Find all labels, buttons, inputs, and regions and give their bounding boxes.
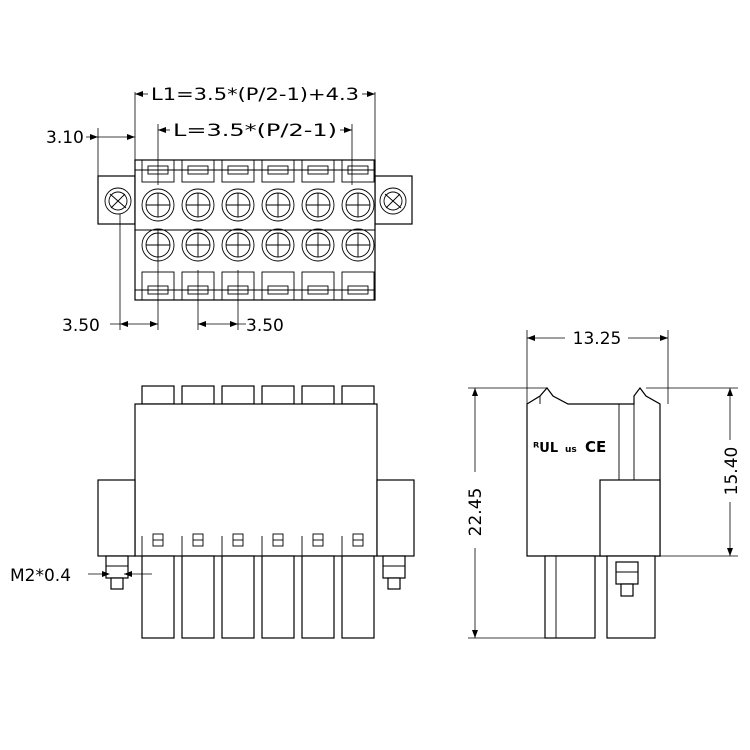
front-pin xyxy=(261,533,295,639)
dim-depth: 13.25 xyxy=(526,329,669,404)
front-view: M2*0.4 xyxy=(10,385,415,639)
right-flange-screw xyxy=(379,187,407,215)
top-pin-cell xyxy=(261,159,295,301)
dim-pitch-right-label: 3.50 xyxy=(246,316,284,336)
ul-mark: ᴿUL us xyxy=(533,441,577,456)
wire-clamp-screw xyxy=(301,188,335,222)
front-top-tab xyxy=(141,385,175,405)
front-pin xyxy=(181,533,215,639)
top-slot-window xyxy=(267,165,289,175)
front-pin xyxy=(141,533,175,639)
dim-depth-label: 13.25 xyxy=(573,329,622,349)
wire-clamp-screw xyxy=(221,188,255,222)
dim-body-height: 15.40 xyxy=(646,387,742,557)
ul-mark-text: ᴿUL xyxy=(533,441,558,456)
wire-clamp-screw xyxy=(141,188,175,222)
front-pin-leg xyxy=(261,555,295,639)
wire-clamp-screw xyxy=(261,188,295,222)
front-pin-leg xyxy=(341,555,375,639)
front-pins xyxy=(141,533,375,639)
top-slot xyxy=(341,159,375,183)
top-slot xyxy=(261,159,295,183)
wire-clamp-screw xyxy=(181,228,215,262)
dim-total-height-label: 22.45 xyxy=(466,488,486,537)
top-slot-window xyxy=(347,165,369,175)
wire-clamp-screw xyxy=(181,188,215,222)
front-pin-leg xyxy=(181,555,215,639)
top-slot-window xyxy=(307,165,329,175)
side-leg-2 xyxy=(606,555,656,639)
dim-l1-label: L1=3.5*(P/2-1)+4.3 xyxy=(151,85,359,105)
top-pin-cell xyxy=(301,159,335,301)
wire-clamp-screw xyxy=(341,228,375,262)
front-pin xyxy=(301,533,335,639)
top-slot-window xyxy=(227,165,249,175)
front-top-tab xyxy=(341,385,375,405)
front-pin xyxy=(221,533,255,639)
front-pin-leg xyxy=(141,555,175,639)
top-pin-cell xyxy=(341,159,375,301)
front-top-tab xyxy=(181,385,215,405)
front-top-tab xyxy=(221,385,255,405)
dim-left-offset: 3.10 xyxy=(46,128,135,176)
front-top-tab xyxy=(261,385,295,405)
front-right-flange xyxy=(376,479,415,557)
wire-clamp-screw xyxy=(301,228,335,262)
bottom-slot xyxy=(341,271,375,301)
dim-screw-label: M2*0.4 xyxy=(10,566,71,586)
top-slot xyxy=(301,159,335,183)
top-slot xyxy=(181,159,215,183)
top-view: L1=3.5*(P/2-1)+4.3 L=3.5*(P/2-1) 3.10 xyxy=(46,85,413,336)
front-pin xyxy=(341,533,375,639)
dim-total-height: 22.45 xyxy=(466,387,547,639)
dim-pitch-left-label: 3.50 xyxy=(62,316,100,336)
ul-region-text: us xyxy=(565,445,577,455)
dim-pitch-right: 3.50 xyxy=(197,270,284,336)
front-left-screw xyxy=(105,555,129,590)
dim-l: L=3.5*(P/2-1) xyxy=(157,121,353,185)
wire-clamp-screw xyxy=(221,228,255,262)
bottom-slot-window xyxy=(347,285,369,295)
ce-mark: CE xyxy=(585,438,606,456)
dim-body-height-label: 15.40 xyxy=(722,447,742,496)
top-slot xyxy=(221,159,255,183)
front-top-tab xyxy=(301,385,335,405)
dim-left-offset-label: 3.10 xyxy=(46,128,84,148)
wire-clamp-screw xyxy=(261,228,295,262)
front-pin-leg xyxy=(301,555,335,639)
bottom-slot-window xyxy=(307,285,329,295)
front-body xyxy=(134,403,378,557)
dim-l1: L1=3.5*(P/2-1)+4.3 xyxy=(134,85,376,176)
side-latch xyxy=(599,479,661,557)
bottom-slot xyxy=(301,271,335,301)
dim-pitch-left: 3.50 xyxy=(62,214,159,336)
dim-screw: M2*0.4 xyxy=(10,566,152,586)
front-top-tabs xyxy=(141,385,375,405)
bottom-slot-window xyxy=(267,285,289,295)
bottom-slot xyxy=(261,271,295,301)
front-right-screw xyxy=(382,555,406,590)
dim-l-label: L=3.5*(P/2-1) xyxy=(173,121,337,141)
left-flange-screw xyxy=(104,187,132,215)
side-leg-1 xyxy=(544,555,596,639)
top-slot-window xyxy=(187,165,209,175)
wire-clamp-screw xyxy=(341,188,375,222)
front-left-flange xyxy=(97,479,136,557)
side-view: ᴿUL us CE 13.25 22.45 xyxy=(466,329,742,639)
front-pin-leg xyxy=(221,555,255,639)
